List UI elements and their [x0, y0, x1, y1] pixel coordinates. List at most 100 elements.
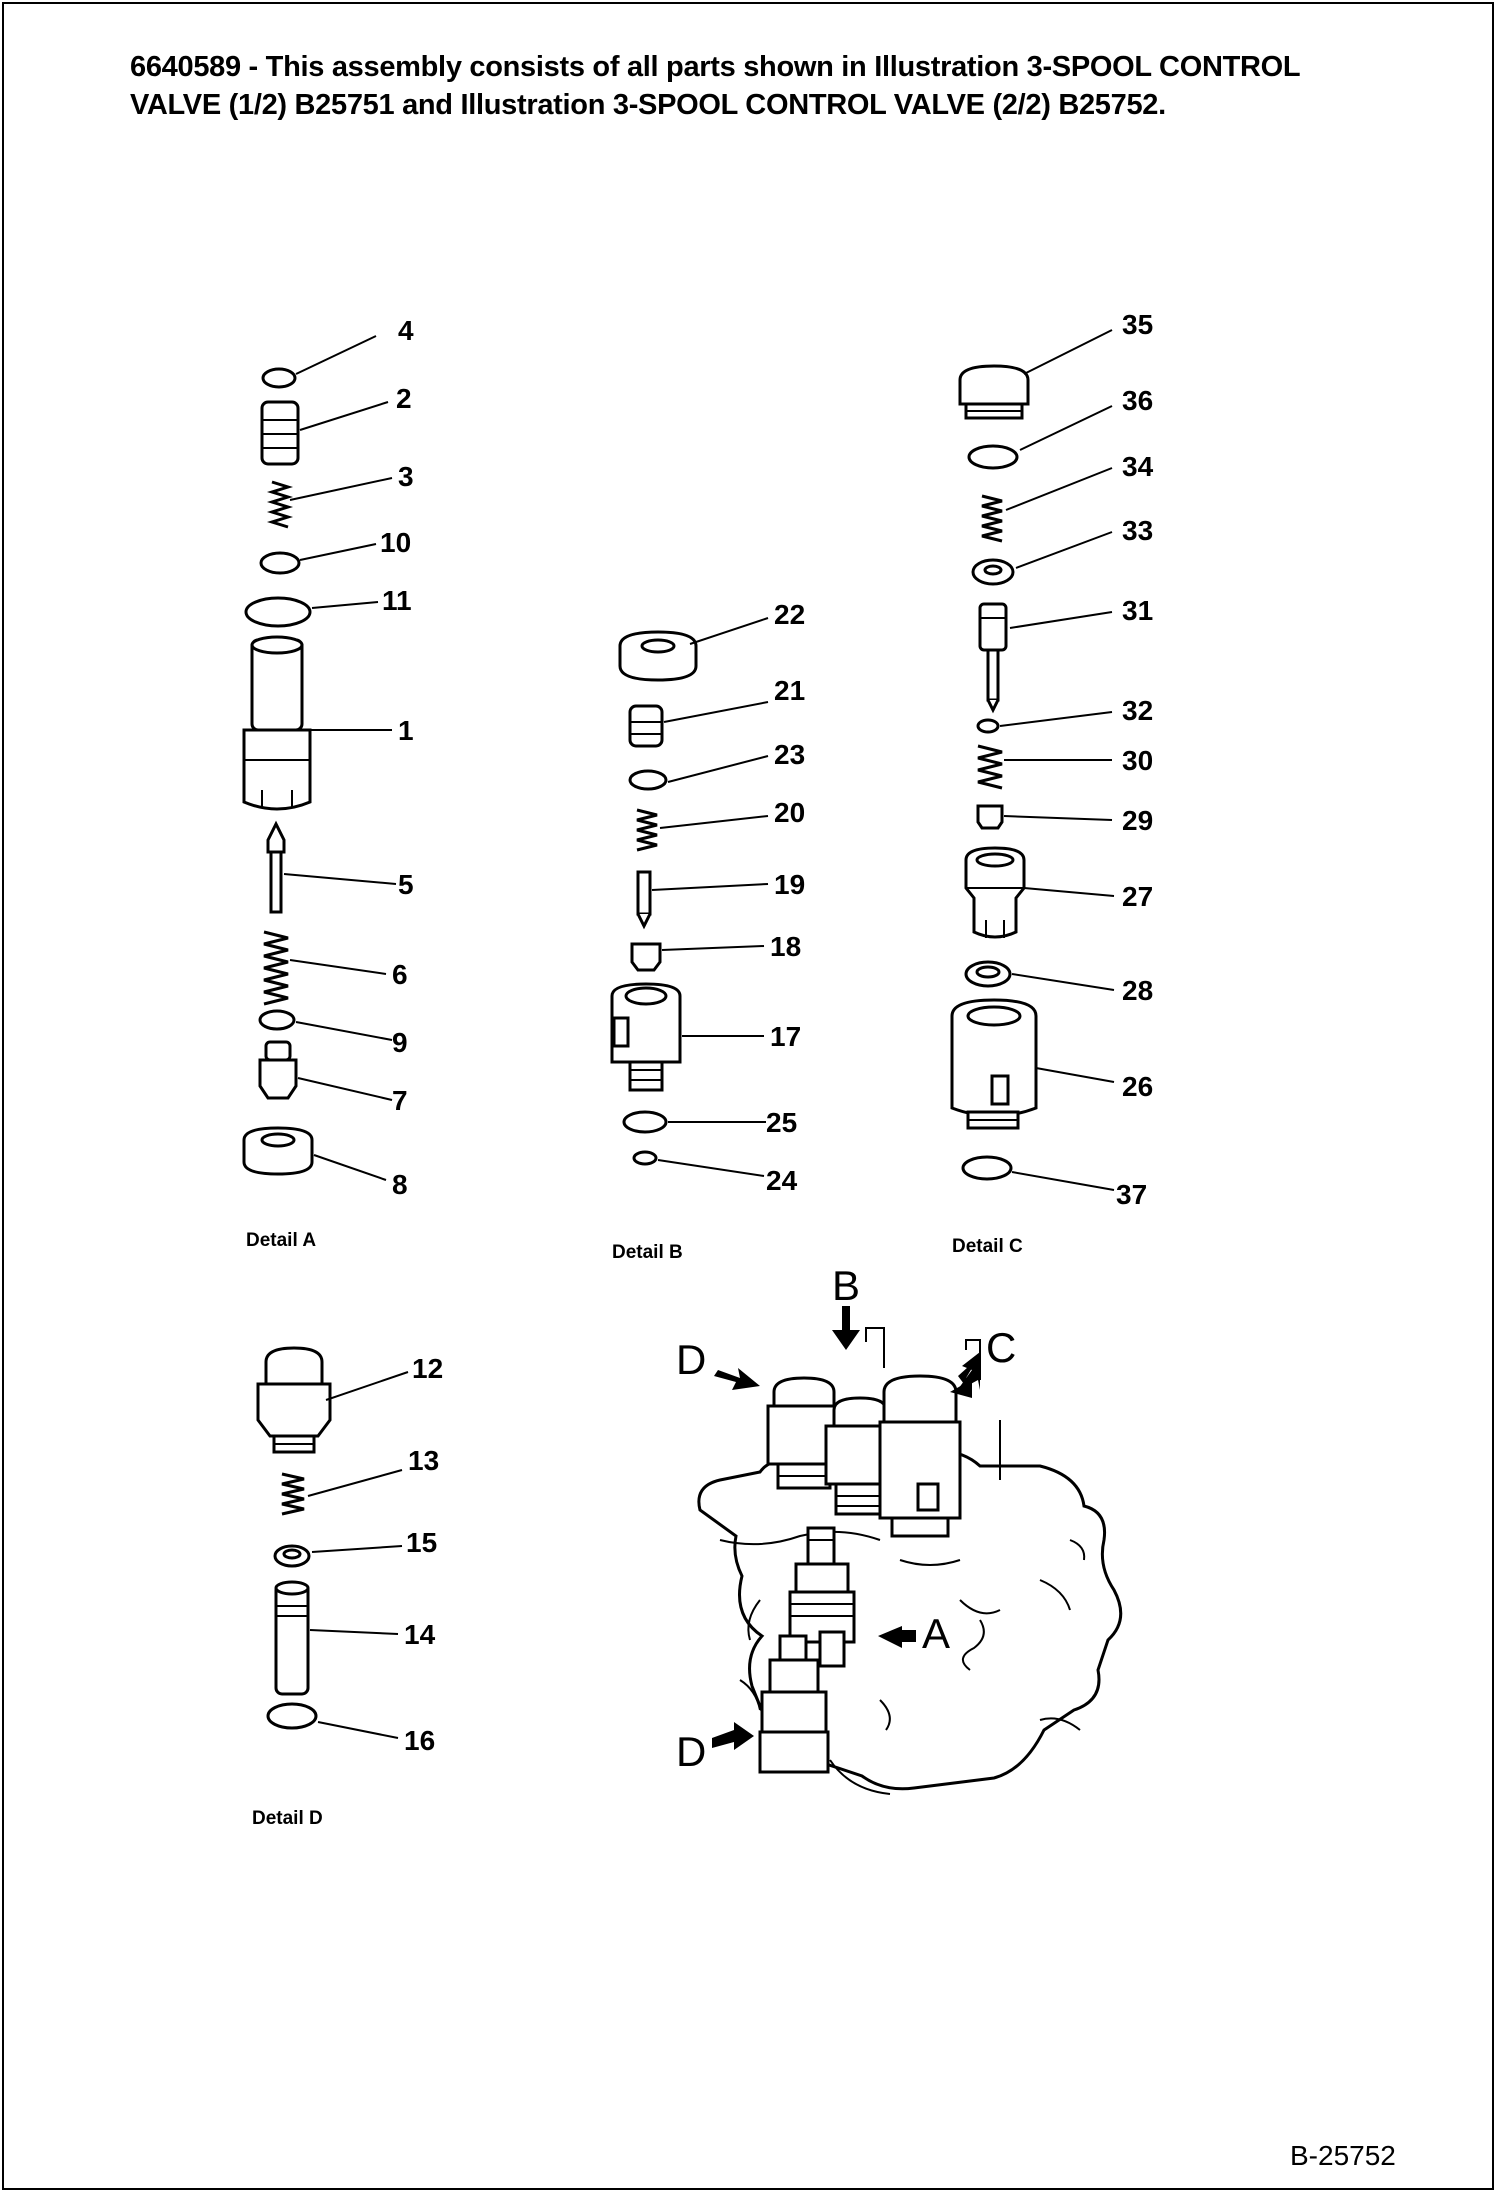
part-18-seat [630, 942, 662, 972]
callout-6: 6 [392, 959, 408, 990]
part-13-spring [281, 1472, 305, 1516]
callout-30: 30 [1122, 745, 1153, 776]
detail-b-label: Detail B [612, 1242, 683, 1263]
description-line-2: VALVE (1/2) B25751 and Illustration 3-SP… [130, 89, 1166, 121]
callout-13: 13 [408, 1445, 439, 1476]
callout-17: 17 [770, 1021, 801, 1052]
part-6-spring [263, 930, 289, 1006]
callout-4: 4 [398, 315, 414, 346]
arrow-b-indicator: B [832, 1262, 860, 1350]
callout-25: 25 [766, 1107, 797, 1138]
part-5-pin [266, 820, 286, 914]
part-34-spring [981, 494, 1003, 543]
part-21-plug [628, 704, 664, 748]
callout-20: 20 [774, 797, 805, 828]
detail-b-group: 22 21 23 20 19 18 17 25 24 Detail B [610, 599, 805, 1263]
part-7-poppet [258, 1040, 298, 1100]
callout-35: 35 [1122, 309, 1153, 340]
part-14-spool [274, 1580, 310, 1696]
arrow-label-d-lower: D [676, 1728, 706, 1775]
cartridge-a-middle [788, 1526, 856, 1668]
callout-18: 18 [770, 931, 801, 962]
arrow-label-d-upper: D [676, 1336, 706, 1383]
part-8-nut [242, 1126, 314, 1176]
callout-1: 1 [398, 715, 414, 746]
part-17-body [610, 982, 682, 1092]
part-33-washer [971, 558, 1015, 586]
callout-34: 34 [1122, 451, 1154, 482]
callout-11: 11 [382, 585, 412, 616]
part-36-oring [967, 444, 1019, 470]
drawing-reference-code: B-25752 [1290, 2140, 1396, 2171]
part-35-cap [958, 364, 1030, 420]
callout-7: 7 [392, 1085, 408, 1116]
callout-22: 22 [774, 599, 805, 630]
detail-a-label: Detail A [246, 1230, 316, 1251]
arrow-d-lower-indicator: D [676, 1722, 754, 1775]
part-37-oring [961, 1155, 1013, 1181]
part-27-valve [964, 846, 1026, 939]
callout-28: 28 [1122, 975, 1153, 1006]
part-22-nut [618, 630, 698, 682]
arrow-a-indicator: A [878, 1610, 950, 1657]
callout-24: 24 [766, 1165, 798, 1196]
arrow-label-b: B [832, 1262, 860, 1309]
part-25-oring [622, 1110, 668, 1134]
part-19-pin [636, 870, 652, 930]
callout-5: 5 [398, 869, 414, 900]
part-26-body [950, 998, 1038, 1130]
part-23-oring [628, 769, 668, 791]
cartridge-d-lower [758, 1634, 830, 1774]
callout-29: 29 [1122, 805, 1153, 836]
cartridge-c-right [878, 1374, 962, 1538]
callout-3: 3 [398, 461, 414, 492]
arrow-label-a: A [922, 1610, 950, 1657]
part-4-ring [261, 367, 297, 389]
detail-c-label: Detail C [952, 1236, 1023, 1257]
detail-a-group: 4 2 3 10 11 1 5 6 9 7 8 Detail A [242, 315, 414, 1251]
part-15-washer [273, 1544, 311, 1568]
detail-d-group: 12 13 15 14 16 Detail D [252, 1346, 443, 1829]
callout-16: 16 [404, 1725, 435, 1756]
part-12-plug [256, 1346, 332, 1454]
part-32-ring [976, 718, 1000, 734]
callout-19: 19 [774, 869, 805, 900]
part-10-oring [259, 551, 301, 575]
part-24-oring [632, 1150, 658, 1166]
arrow-label-c: C [986, 1324, 1016, 1371]
arrow-c-indicator: C [950, 1324, 1016, 1398]
callout-8: 8 [392, 1169, 408, 1200]
callout-14: 14 [404, 1619, 436, 1650]
callout-32: 32 [1122, 695, 1153, 726]
callout-33: 33 [1122, 515, 1153, 546]
description-line-1: 6640589 - This assembly consists of all … [130, 51, 1301, 83]
part-9-oring [258, 1009, 296, 1031]
part-29-seat [976, 804, 1004, 830]
part-2-plug [260, 400, 300, 466]
callout-36: 36 [1122, 385, 1153, 416]
part-1-valve-body [242, 635, 312, 811]
detail-d-label: Detail D [252, 1808, 323, 1829]
control-valve-assembly-view: B C D A D [676, 1262, 1123, 1795]
callout-10: 10 [380, 527, 411, 558]
callout-2: 2 [396, 383, 412, 414]
part-11-oring [244, 596, 312, 628]
detail-c-group: 35 36 34 33 31 32 30 29 27 28 26 37 Deta… [950, 309, 1154, 1257]
callout-15: 15 [406, 1527, 437, 1558]
callout-23: 23 [774, 739, 805, 770]
callout-31: 31 [1122, 595, 1153, 626]
part-20-spring [636, 808, 658, 852]
part-30-spring [977, 744, 1003, 790]
callout-12: 12 [412, 1353, 443, 1384]
part-3-spring [266, 480, 294, 529]
callout-9: 9 [392, 1027, 408, 1058]
callout-37: 37 [1116, 1179, 1147, 1210]
callout-27: 27 [1122, 881, 1153, 912]
part-16-oring [266, 1702, 318, 1730]
assembly-description: 6640589 - This assembly consists of all … [130, 48, 1460, 124]
arrow-d-upper-indicator: D [676, 1336, 760, 1390]
cartridge-d-upper [766, 1376, 842, 1490]
part-28-washer [964, 960, 1012, 988]
